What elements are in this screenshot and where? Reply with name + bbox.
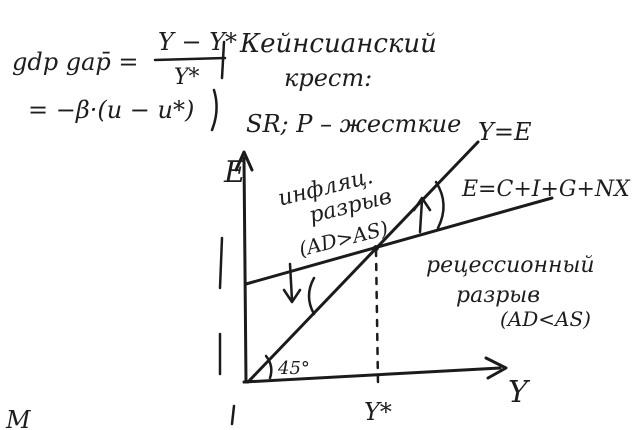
heading-assumptions: SR; P – жесткие [246, 110, 461, 138]
equilibrium-dashed-line [374, 248, 380, 386]
gdp-gap-label: gdp gap̄ = [12, 48, 139, 76]
line-45-degree [246, 140, 480, 384]
y-axis-label: E [223, 155, 246, 190]
x-axis-label: Y [508, 375, 531, 410]
inflation-gap-arrow [282, 262, 302, 304]
x-axis [242, 366, 502, 384]
fraction-bar [153, 56, 227, 62]
inflation-gap-bracket [307, 276, 316, 316]
bracket-mark [220, 40, 226, 80]
recession-gap-label: рецессионный [426, 253, 595, 278]
bracket-mark-2 [210, 88, 218, 132]
equilibrium-tick-label: Y* [364, 398, 392, 426]
margin-line-tick [230, 404, 236, 426]
recession-gap-bracket [434, 180, 445, 230]
y-axis-arrow [234, 150, 254, 172]
expenditure-line [244, 196, 554, 286]
line-45-label: Y=E [478, 118, 532, 146]
recession-gap-label-2: разрыв [456, 283, 540, 308]
heading-title-2: крест: [284, 64, 372, 92]
y-axis [242, 156, 248, 384]
angle-arc [264, 354, 273, 380]
okun-law-line: = −β·(u − u*) [28, 96, 194, 124]
corner-fragment: M [5, 406, 32, 430]
angle-label: 45° [277, 358, 310, 379]
fraction-denominator: Y* [174, 65, 200, 90]
expenditure-label: E=C+I+G+NX [461, 177, 631, 202]
recession-gap-arrow [412, 196, 432, 234]
equilibrium-point [373, 245, 379, 251]
heading-title: Кейнсианский [239, 29, 437, 59]
recession-gap-label-3: (AD<AS) [500, 307, 591, 331]
x-axis-arrow [484, 356, 508, 380]
margin-line [218, 236, 224, 376]
